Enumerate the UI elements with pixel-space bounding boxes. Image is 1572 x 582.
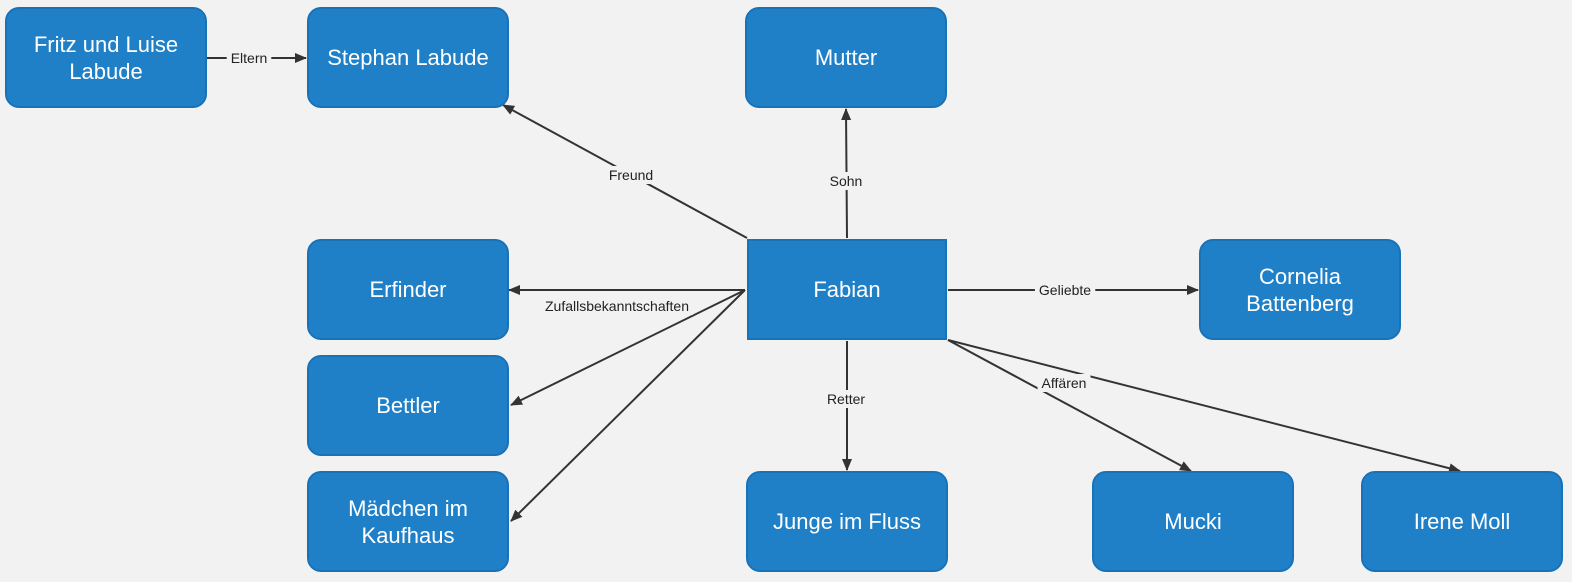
edge-fabian-to-bettler <box>510 289 746 406</box>
edge-fabian-to-irene <box>947 339 1461 474</box>
node-label: Stephan Labude <box>327 45 489 70</box>
node-erfinder[interactable]: Erfinder <box>307 239 509 340</box>
edge-fabian-to-maedchen <box>510 289 746 522</box>
node-label: Fritz und Luise Labude <box>33 31 179 84</box>
node-label: Mucki <box>1164 509 1222 534</box>
node-junge-im-fluss[interactable]: Junge im Fluss <box>746 471 948 572</box>
edge-label-background <box>226 49 272 67</box>
edge-label-fabian-to-junge: Retter <box>827 391 865 407</box>
edge-label-background <box>541 297 693 315</box>
node-label: Erfinder <box>369 277 447 302</box>
edge-label-background <box>1034 281 1096 299</box>
node-mutter[interactable]: Mutter <box>745 7 947 108</box>
edge-label-background <box>1037 374 1091 392</box>
edge-label-fabian-to-mutter: Sohn <box>830 173 863 189</box>
node-bettler[interactable]: Bettler <box>307 355 509 456</box>
edge-label-background <box>825 172 867 190</box>
node-mucki[interactable]: Mucki <box>1092 471 1294 572</box>
node-maedchen-im-kaufhaus[interactable]: Mädchen im Kaufhaus <box>307 471 509 572</box>
node-label: Mädchen im Kaufhaus <box>348 495 468 548</box>
node-label: Bettler <box>376 393 440 418</box>
node-irene-moll[interactable]: Irene Moll <box>1361 471 1563 572</box>
node-cornelia-battenberg[interactable]: Cornelia Battenberg <box>1199 239 1401 340</box>
node-label: Fabian <box>813 277 881 302</box>
edge-label-background <box>822 390 870 408</box>
node-label: Cornelia Battenberg <box>1246 263 1354 316</box>
edge-label-background <box>604 166 658 184</box>
edge-label-fabian-to-stephan: Freund <box>609 167 653 183</box>
edge-label-fabian-to-erfinder: Zufallsbekanntschaften <box>545 298 689 314</box>
edge-label-fabian-to-cornelia: Geliebte <box>1039 282 1091 298</box>
node-label: Mutter <box>814 45 878 70</box>
node-fabian[interactable]: Fabian <box>747 239 947 340</box>
edge-fabian-to-mucki <box>947 339 1192 472</box>
node-label: Junge im Fluss <box>773 509 921 534</box>
node-fritz-und-luise-labude[interactable]: Fritz und Luise Labude <box>5 7 207 108</box>
node-stephan-labude[interactable]: Stephan Labude <box>307 7 509 108</box>
edge-label-fritz-to-stephan: Eltern <box>231 50 268 66</box>
node-label: Irene Moll <box>1413 509 1511 534</box>
edge-label-fabian-to-mucki: Affären <box>1042 375 1087 391</box>
